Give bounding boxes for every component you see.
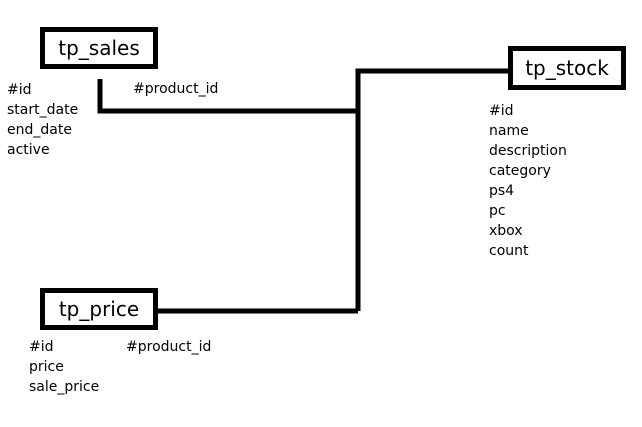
attribute: sale_price [29, 379, 100, 395]
attribute: #id [29, 339, 54, 355]
attribute: end_date [7, 122, 72, 138]
attribute: active [7, 142, 50, 158]
attribute: category [489, 163, 551, 179]
attribute-list-tp-sales: #id start_date end_date active [7, 80, 78, 160]
attribute-list-tp-stock: #id name description category ps4 pc xbo… [489, 101, 567, 261]
attribute: price [29, 359, 64, 375]
foreign-key-label-tp-price: #product_id [126, 339, 212, 355]
entity-box-tp-stock[interactable]: tp_stock [508, 46, 626, 90]
attribute: pc [489, 203, 506, 219]
attribute: #id [7, 82, 32, 98]
foreign-key-label-tp-sales: #product_id [133, 81, 219, 97]
sales-to-stock-connector [97, 79, 358, 114]
stock-trunk-connector [355, 68, 508, 311]
attribute: start_date [7, 102, 79, 118]
attribute-list-tp-price: #id price sale_price [29, 337, 99, 397]
attribute: ps4 [489, 183, 515, 199]
entity-title-tp-price: tp_price [58, 297, 140, 321]
attribute: xbox [489, 223, 523, 239]
attribute: name [489, 123, 529, 139]
attribute: description [489, 143, 567, 159]
entity-title-tp-sales: tp_sales [58, 36, 140, 60]
entity-title-tp-stock: tp_stock [525, 56, 609, 80]
entity-box-tp-sales[interactable]: tp_sales [40, 27, 158, 69]
attribute: count [489, 243, 529, 259]
attribute: #id [489, 103, 514, 119]
entity-box-tp-price[interactable]: tp_price [40, 288, 158, 330]
